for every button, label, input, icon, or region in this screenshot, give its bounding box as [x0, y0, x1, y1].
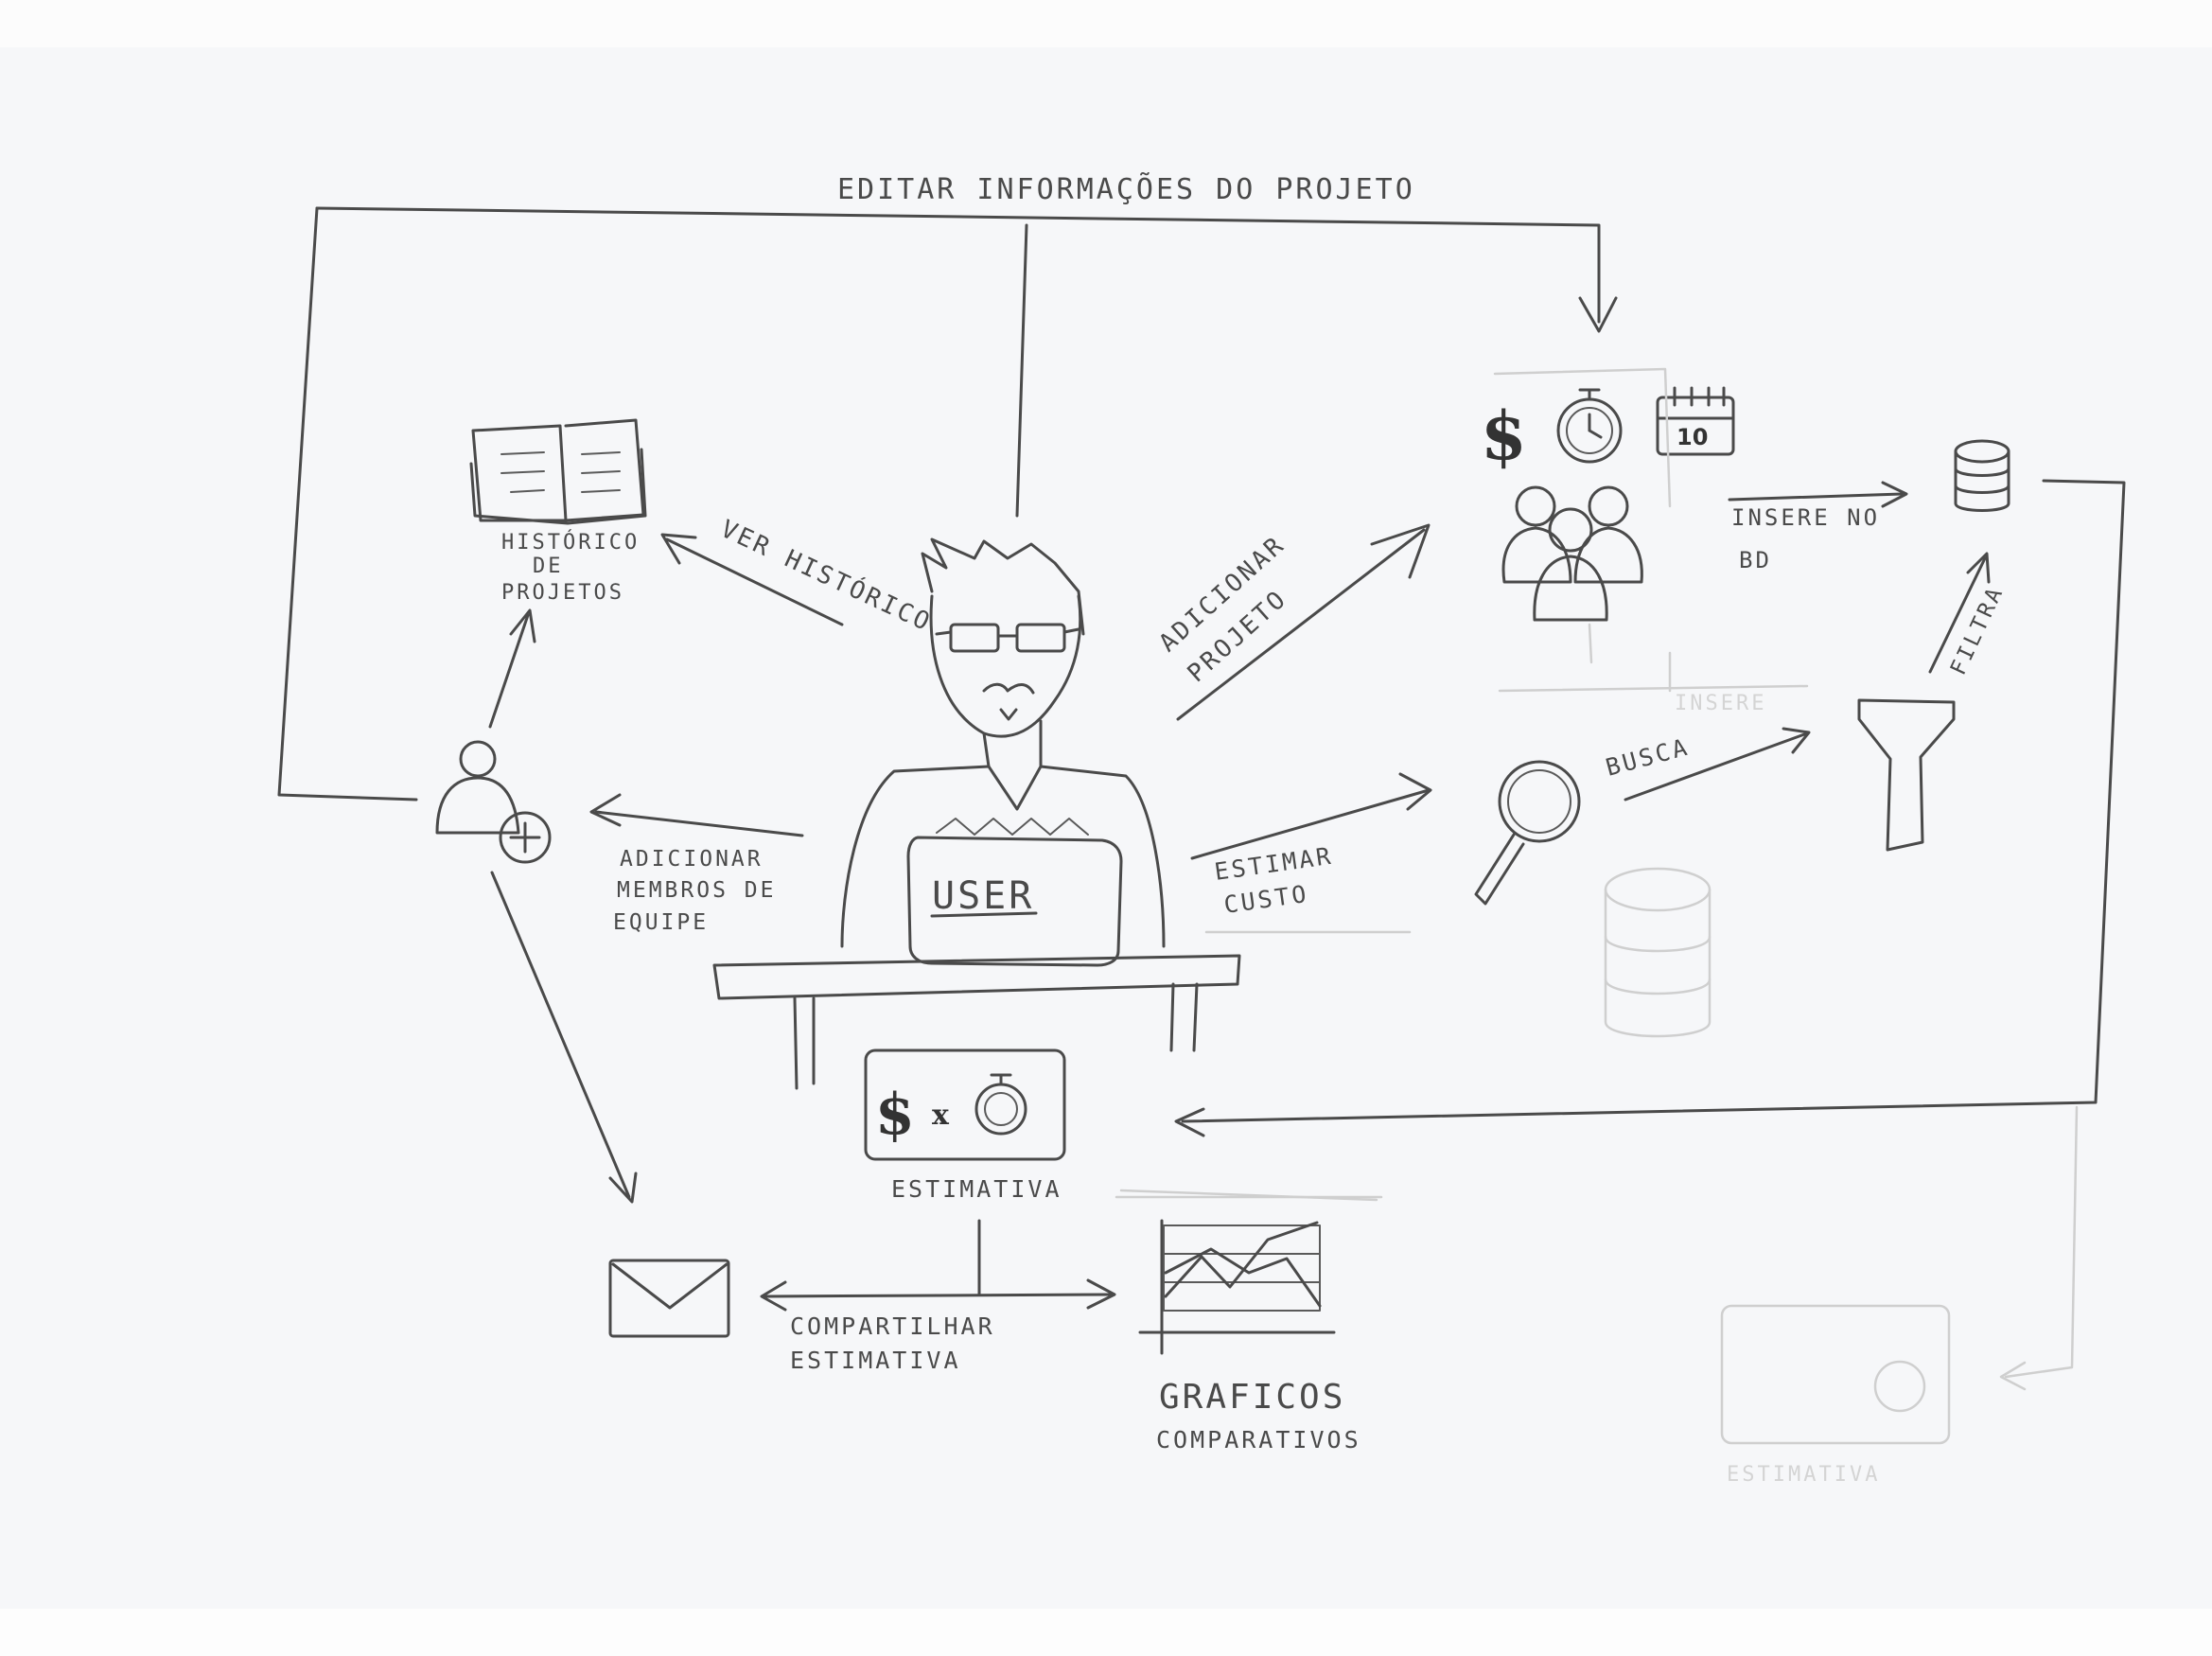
estimate-box: [864, 1048, 1066, 1161]
sketch-sheet: EDITAR INFORMAÇÕES DO PROJETO HISTÓRICO …: [277, 171, 2126, 1487]
team-icon: [1501, 485, 1643, 622]
dollar-icon: $: [1481, 396, 1527, 475]
add-members-arrow: [589, 793, 804, 837]
member-to-email-arrow: [490, 871, 638, 1204]
insert-db-label-line2: BD: [1739, 547, 1772, 573]
history-label-line1: HISTÓRICO: [501, 530, 640, 555]
search-arrow: [1624, 727, 1811, 802]
share-connector: [760, 1219, 1116, 1312]
history-label-line3: PROJETOS: [501, 581, 624, 605]
calendar-day: 10: [1677, 424, 1708, 450]
history-label-line2: DE: [533, 555, 564, 578]
estimate-cost-label-line2: CUSTO: [1222, 880, 1310, 919]
filter-arrow: [1928, 552, 1991, 674]
add-members-label-line2: MEMBROS DE: [617, 878, 776, 903]
book-icon: [469, 418, 647, 525]
filter-label: FILTRA: [1946, 582, 2009, 679]
estimate-cost-arrow: [1190, 772, 1432, 860]
envelope-icon: [608, 1259, 730, 1338]
edit-project-label: EDITAR INFORMAÇÕES DO PROJETO: [837, 171, 1415, 206]
share-label-line1: COMPARTILHAR: [790, 1312, 995, 1340]
edit-project-connector: [277, 206, 1618, 802]
database-icon: [1954, 439, 2010, 512]
faint-estimate-label: ESTIMATIVA: [1727, 1463, 1880, 1487]
db-to-estimate-connector: [1174, 479, 2126, 1137]
line-chart-icon: [1119, 1189, 1378, 1355]
calendar-icon: [1656, 386, 1735, 456]
search-label: BUSCA: [1603, 732, 1693, 781]
user-add-icon: [435, 740, 552, 864]
insert-db-arrow: [1728, 481, 1908, 508]
add-members-label-line3: EQUIPE: [613, 910, 709, 935]
flow-diagram: EDITAR INFORMAÇÕES DO PROJETO HISTÓRICO …: [277, 171, 2126, 1487]
add-project-arrow: [1176, 523, 1431, 721]
multiply-icon: x: [932, 1099, 950, 1132]
view-history-arrow: [660, 533, 844, 626]
magnifier-icon: [1474, 760, 1581, 906]
charts-label-line1: GRAFICOS: [1159, 1378, 1345, 1417]
faint-ghost-sketches: [1115, 651, 2079, 1445]
estimate-label: ESTIMATIVA: [891, 1175, 1062, 1203]
faint-insert-label: INSERE: [1675, 692, 1766, 715]
user-label: USER: [932, 874, 1034, 918]
charts-label-line2: COMPARATIVOS: [1156, 1426, 1361, 1453]
share-label-line2: ESTIMATIVA: [790, 1347, 961, 1374]
stopwatch-icon: [974, 1073, 1027, 1136]
funnel-icon: [1857, 698, 1956, 852]
view-history-label: VER HISTÓRICO: [716, 513, 937, 637]
member-to-history-arrow: [488, 608, 536, 729]
dollar-icon: $: [875, 1082, 915, 1148]
person-with-laptop: [712, 537, 1241, 1090]
add-members-label-line1: ADICIONAR: [620, 847, 764, 872]
stopwatch-icon: [1556, 388, 1623, 464]
insert-db-label-line1: INSERE NO: [1731, 504, 1880, 531]
